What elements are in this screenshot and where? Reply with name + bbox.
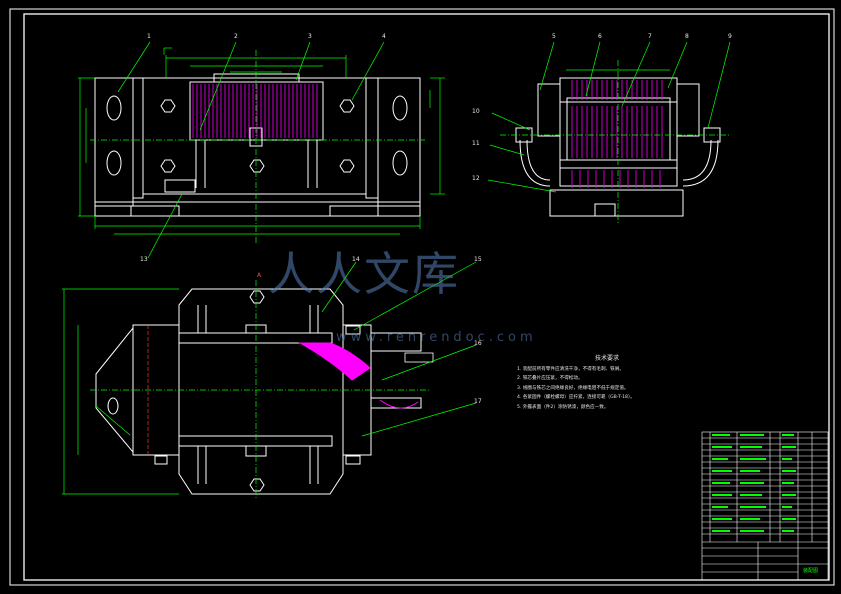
drawing-name: 装配图 [803, 568, 819, 574]
callout-12: 12 [472, 175, 480, 182]
section-marker: A [257, 272, 262, 279]
technical-requirements-title: 技术要求 [594, 355, 619, 362]
front-coil-hatch [192, 84, 318, 138]
callout-4: 4 [382, 33, 386, 40]
callout-15: 15 [474, 256, 482, 263]
requirement-item: 1. 装配前所有零件应清洗干净，不得有毛刺、铁屑。 [517, 366, 624, 372]
callout-3: 3 [308, 33, 312, 40]
callout-7: 7 [648, 33, 652, 40]
title-block-entries [712, 434, 796, 532]
title-block [701, 431, 829, 581]
callout-1: 1 [147, 33, 151, 40]
callout-11: 11 [472, 140, 480, 147]
watermark-logo-text: 人人文库 [268, 247, 460, 301]
requirement-item: 4. 各紧固件（螺栓螺母）应拧紧，连接可靠（GB-T-18）。 [517, 395, 635, 400]
watermark-url: www.renrendoc.com [336, 330, 537, 345]
requirement-item: 3. 线圈与铁芯之间绝缘良好，绝缘电阻不低于规定值。 [517, 385, 629, 391]
callout-5: 5 [552, 33, 556, 40]
callout-leaders [117, 41, 731, 437]
front-dimensions [78, 47, 445, 245]
outer-frame [9, 8, 835, 586]
callout-10: 10 [472, 108, 480, 115]
top-section-hatch [298, 342, 371, 381]
technical-requirements: 技术要求 1. 装配前所有零件应清洗干净，不得有毛刺、铁屑。 2. 铁芯叠片应压… [517, 354, 697, 412]
callout-17: 17 [474, 398, 482, 405]
callout-13: 13 [140, 256, 148, 263]
callout-2: 2 [234, 33, 238, 40]
top-section-curve [379, 399, 419, 409]
callout-6: 6 [598, 33, 602, 40]
side-view [515, 77, 721, 217]
callout-9: 9 [728, 33, 732, 40]
top-dimensions [62, 280, 430, 500]
callout-8: 8 [685, 33, 689, 40]
geometric-tolerance-frame [404, 352, 434, 363]
callout-16: 16 [474, 340, 482, 347]
side-coil-hatch [571, 80, 663, 188]
requirement-item: 2. 铁芯叠片应压紧，不得松动。 [517, 376, 583, 381]
side-dimensions [500, 60, 730, 225]
front-view [94, 73, 421, 217]
callout-14: 14 [352, 256, 360, 263]
inner-frame [23, 13, 830, 581]
top-view [95, 288, 422, 495]
requirement-item: 5. 外露表面（件2）涂防锈漆，颜色应一致。 [517, 404, 609, 410]
